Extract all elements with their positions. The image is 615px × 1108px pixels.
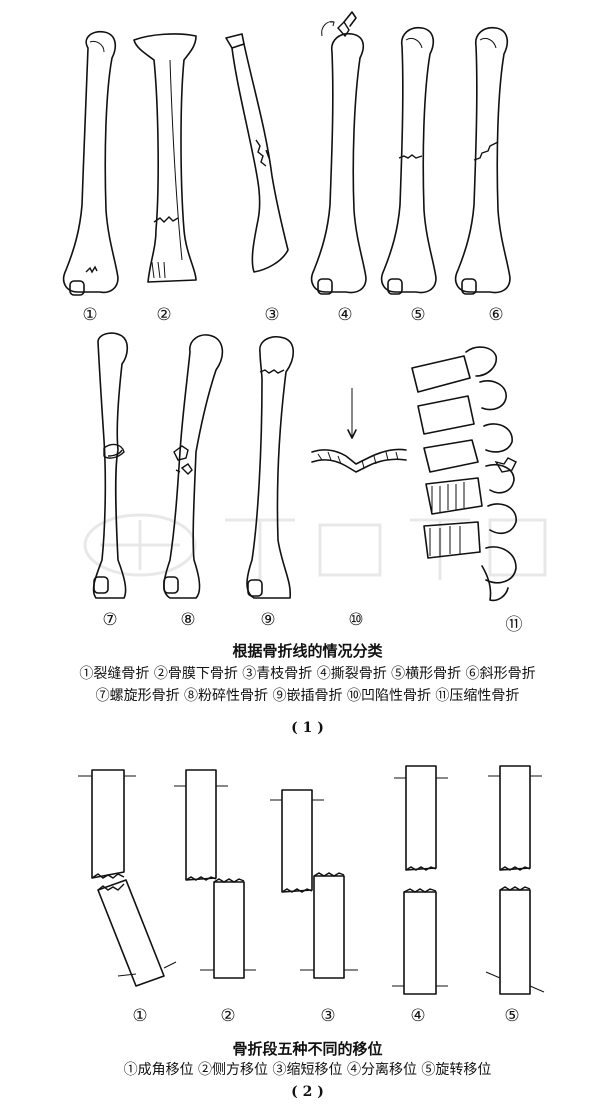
label-9: ⑨ bbox=[260, 610, 276, 630]
bone-8-comminuted-fracture bbox=[163, 334, 224, 599]
part1-title: 根据骨折线的情况分类 bbox=[232, 642, 383, 660]
displacement-4-distraction bbox=[392, 765, 448, 995]
bone-11-compression-fracture bbox=[411, 346, 517, 602]
disp-label-1: ① bbox=[132, 1006, 148, 1026]
label-10: ⑩ bbox=[348, 610, 364, 630]
displacement-1-angular bbox=[78, 769, 177, 987]
label-3: ③ bbox=[264, 305, 280, 325]
disp-label-3: ③ bbox=[320, 1006, 336, 1026]
disp-label-5: ⑤ bbox=[504, 1006, 520, 1026]
bone-9-impacted-fracture bbox=[246, 336, 295, 599]
displacement-5-rotational bbox=[485, 765, 545, 995]
part2-legend: ①成角移位 ②侧方移位 ③缩短移位 ④分离移位 ⑤旋转移位 bbox=[123, 1062, 492, 1078]
bone-2-subperiosteal-fracture bbox=[133, 33, 197, 283]
displacement-3-shortening bbox=[270, 789, 358, 979]
part2-label: ( 2 ) bbox=[291, 1084, 324, 1100]
label-11: ⑪ bbox=[505, 615, 523, 635]
bone-6-oblique-fracture bbox=[454, 26, 511, 295]
disp-label-2: ② bbox=[220, 1006, 236, 1026]
label-8: ⑧ bbox=[180, 610, 196, 630]
label-6: ⑥ bbox=[488, 305, 504, 325]
bone-3-greenstick-fracture bbox=[225, 33, 289, 273]
label-4: ④ bbox=[337, 305, 353, 325]
displacement-2-lateral bbox=[174, 769, 256, 979]
part1-legend-line1: ①裂缝骨折 ②骨膜下骨折 ③青枝骨折 ④撕裂骨折 ⑤横形骨折 ⑥斜形骨折 bbox=[79, 666, 536, 682]
part1-legend-line2: ⑦螺旋形骨折 ⑧粉碎性骨折 ⑨嵌插骨折 ⑩凹陷性骨折 ⑪压缩性骨折 bbox=[95, 688, 520, 704]
label-2: ② bbox=[156, 305, 172, 325]
label-5: ⑤ bbox=[410, 305, 426, 325]
disp-label-4: ④ bbox=[410, 1006, 426, 1026]
bone-1-fissure-fracture bbox=[62, 30, 119, 296]
label-7: ⑦ bbox=[102, 610, 118, 630]
bone-10-depressed-fracture bbox=[311, 388, 407, 473]
part1-label: ( 1 ) bbox=[291, 720, 324, 736]
bone-4-avulsion-fracture bbox=[310, 11, 367, 295]
part2-title: 骨折段五种不同的移位 bbox=[232, 1040, 383, 1058]
bone-7-spiral-fracture bbox=[92, 332, 129, 599]
label-1: ① bbox=[82, 305, 98, 325]
watermark-logo bbox=[83, 513, 547, 580]
bone-5-transverse-fracture bbox=[380, 26, 437, 295]
